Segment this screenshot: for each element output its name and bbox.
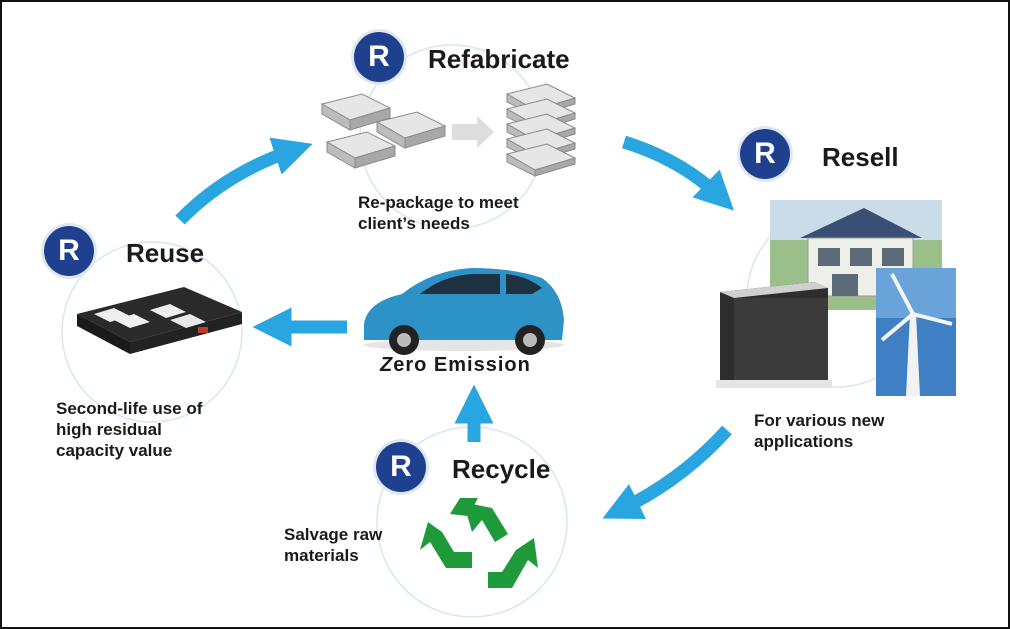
gray-arrow-icon — [452, 116, 494, 148]
recycle-desc: Salvage raw materials — [284, 524, 382, 566]
refabricate-badge: R — [354, 32, 404, 82]
reuse-desc-line-2: high residual — [56, 420, 162, 439]
resell-desc-line-1: For various new — [754, 411, 885, 430]
recycle-desc-line-1: Salvage raw — [284, 525, 383, 544]
reuse-title: Reuse — [126, 238, 205, 268]
arrow-reuse-to-refabricate — [175, 137, 313, 225]
resell-badge: R — [740, 129, 790, 179]
recycle-icon — [420, 498, 538, 588]
reuse-desc-line-1: Second-life use of — [56, 399, 203, 418]
storage-unit-icon — [716, 282, 832, 388]
zero-emission-z: Z — [380, 354, 394, 376]
zero-emission-logo: Zero Emission — [380, 354, 531, 377]
battery-module-icon — [320, 93, 447, 169]
refabricate-desc: Re-package to meet client’s needs — [358, 192, 519, 234]
reuse-ring — [61, 241, 243, 423]
resell-desc: For various new applications — [754, 410, 884, 452]
resell-title: Resell — [822, 142, 899, 172]
refabricate-title: Refabricate — [428, 44, 570, 74]
reuse-desc: Second-life use of high residual capacit… — [56, 398, 202, 461]
zero-emission-rest: ero Emission — [393, 354, 531, 376]
battery-pack-icon — [77, 287, 242, 354]
car-icon — [364, 268, 564, 355]
resell-desc-line-2: applications — [754, 432, 854, 451]
recycle-title: Recycle — [452, 454, 551, 484]
reuse-desc-line-3: capacity value — [56, 441, 173, 460]
recycle-badge: R — [376, 442, 426, 492]
arrow-refabricate-to-resell — [622, 135, 734, 211]
refabricate-desc-line-1: Re-package to meet — [358, 193, 519, 212]
recycle-desc-line-2: materials — [284, 546, 359, 565]
arrow-resell-to-recycle — [602, 425, 732, 520]
reuse-badge: R — [44, 226, 94, 276]
wind-turbine-icon — [876, 268, 956, 396]
refabricate-desc-line-2: client’s needs — [358, 214, 470, 233]
battery-stack-icon — [505, 83, 577, 177]
